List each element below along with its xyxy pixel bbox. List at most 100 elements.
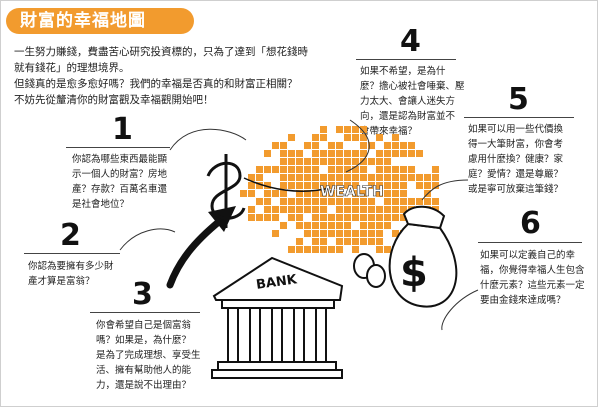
pixel-block [424,174,431,181]
pixel-block [288,246,295,253]
pixel-block [328,142,335,149]
pixel-block [312,238,319,245]
connector-line [421,179,469,201]
pixel-block [264,150,271,157]
pixel-block [256,182,263,189]
section-6-question: 如果可以定義自己的幸 福，你覺得幸福人生包含 什麼元素？這些元素一定 要由金錢來… [480,248,585,308]
pixel-block [376,214,383,221]
pixel-block [288,206,295,213]
question-line: 慮用什麼換？健康？家 [468,154,564,165]
pixel-block [392,142,399,149]
wealth-label: WEALTH [320,184,384,200]
pixel-block [376,182,383,189]
question-line: 是社會地位？ [72,199,130,210]
pixel-block [336,198,343,205]
pixel-block [376,246,383,253]
pixel-block [312,206,319,213]
pixel-block [296,246,303,253]
pixel-block [272,214,279,221]
pixel-block [344,158,351,165]
section-5-number: 5 [508,82,529,117]
section-6-divider [478,242,582,243]
intro-line: 但錢真的是愈多愈好嗎？我們的幸福是否真的和財富正相關？ [14,78,298,90]
pixel-block [296,190,303,197]
question-line: 向，還是認為財富並不 [360,111,456,122]
pixel-block [368,214,375,221]
pixel-block [376,190,383,197]
section-5-question: 如果可以用一些代價換 得一大筆財富，你會考 慮用什麼換？健康？家 庭？愛情？還是… [468,122,563,197]
pixel-block [432,174,439,181]
question-line: 會帶來幸福？ [360,126,418,137]
money-bag-icon [388,205,458,308]
pixel-block [336,166,343,173]
pixel-block [352,166,359,173]
section-6-number: 6 [520,206,541,241]
section-4-number: 4 [400,24,421,59]
pixel-block [312,174,319,181]
pixel-block [384,214,391,221]
pixel-block [344,230,351,237]
pixel-block [424,198,431,205]
pixel-block [312,158,319,165]
question-line: 如果可以用一些代價換 [468,124,564,135]
pixel-block [368,222,375,229]
pixel-block [384,222,391,229]
coin-icon [353,253,386,288]
pixel-block [360,150,367,157]
pixel-block [384,158,391,165]
pixel-block [336,182,343,189]
pixel-block [248,206,255,213]
pixel-block [328,246,335,253]
pixel-block [336,246,343,253]
pixel-block [368,206,375,213]
pixel-block [392,166,399,173]
pixel-block [432,198,439,205]
pixel-block [424,182,431,189]
pixel-block [320,150,327,157]
pixel-block [408,198,415,205]
pixel-block [384,198,391,205]
pixel-block [280,150,287,157]
pixel-block [296,158,303,165]
pixel-block [360,126,367,133]
pixel-block [312,134,319,141]
pixel-block [368,174,375,181]
pixel-block [368,142,375,149]
pixel-block [312,214,319,221]
money-bag-symbol: $ [400,250,428,296]
pixel-block [376,238,383,245]
pixel-block [328,166,335,173]
pixel-block [264,214,271,221]
pixel-block [360,158,367,165]
pixel-block [280,206,287,213]
pixel-block [280,174,287,181]
pixel-block [336,214,343,221]
pixel-block [360,174,367,181]
pixel-block [360,134,367,141]
pixel-block [320,238,327,245]
pixel-block [392,230,399,237]
pixel-block [256,214,263,221]
pixel-block [336,190,343,197]
pixel-block [352,134,359,141]
section-3-divider [90,312,200,313]
pixel-block [384,190,391,197]
pixel-block [384,174,391,181]
question-line: 力太大、會讓人迷失方 [360,96,456,107]
connector-line [119,228,176,251]
pixel-block [352,174,359,181]
pixel-block [344,182,351,189]
pixel-block [368,238,375,245]
pixel-block [256,166,263,173]
pixel-block [376,206,383,213]
connector-line [345,119,370,173]
pixel-block [312,182,319,189]
pixel-block [264,198,271,205]
pixel-block [392,214,399,221]
pixel-block [352,214,359,221]
pixel-block [304,174,311,181]
pixel-block [256,174,263,181]
pixel-block [280,182,287,189]
question-line: 麼？擔心被社會唾棄、壓 [360,81,465,92]
question-line: 得一大筆財富，你會考 [468,139,564,150]
